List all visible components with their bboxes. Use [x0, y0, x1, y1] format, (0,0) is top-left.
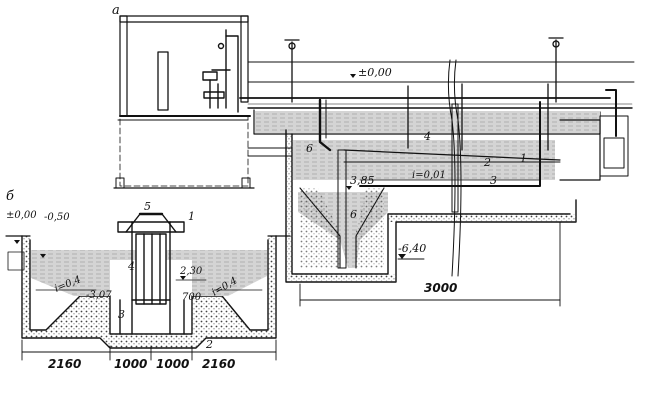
level-water-b: -0,50	[44, 212, 70, 223]
width-dimensions	[21, 339, 277, 361]
panel-b: б ±0,00 -0,50 -3,07 i=0,4 i=0,4 2,30 700…	[5, 189, 291, 371]
panel-a-label: а	[112, 3, 120, 18]
callout-a-3: 3	[490, 174, 497, 187]
length-a: 3000	[424, 281, 457, 295]
level-top-b: ±0,00	[6, 210, 37, 221]
callout-a-6-bottom: 6	[350, 208, 357, 221]
level-mid-a: 3,85	[350, 174, 375, 187]
dim-b-4: 2160	[202, 357, 235, 371]
length-dimension	[299, 221, 561, 307]
level-bottom-a: -6,40	[398, 242, 426, 255]
dim-b-2: 1000	[114, 357, 147, 371]
dim-b-3: 1000	[156, 357, 189, 371]
level-top-a: ±0,00	[358, 66, 392, 79]
slope-a: i=0,01	[412, 170, 446, 181]
callout-a-6-top: 6	[306, 142, 313, 155]
callout-b-1: 1	[188, 210, 195, 223]
callout-a-1: 1	[520, 152, 527, 165]
callout-b-2: 2	[205, 338, 213, 351]
width-mid-b: 700	[182, 292, 202, 303]
callout-b-4: 4	[127, 260, 135, 273]
pump-house	[113, 15, 255, 189]
door-icon	[157, 51, 169, 111]
callout-a-2: 2	[483, 156, 491, 169]
panel-b-label: б	[6, 189, 14, 204]
panel-a: а ±0,00 -6,40 3,85 i=0,01 3000 1 2 3 4 6…	[112, 3, 635, 307]
pump-unit-icon	[202, 29, 239, 113]
depth-b: 2,30	[179, 266, 203, 277]
callout-a-4: 4	[423, 130, 431, 143]
dim-b-1: 2160	[48, 357, 81, 371]
level-side-b: -3,07	[86, 290, 112, 301]
callout-b-5: 5	[144, 200, 151, 213]
callout-b-3: 3	[118, 308, 125, 321]
settling-tank-section	[239, 37, 635, 283]
central-mechanism	[117, 212, 185, 335]
